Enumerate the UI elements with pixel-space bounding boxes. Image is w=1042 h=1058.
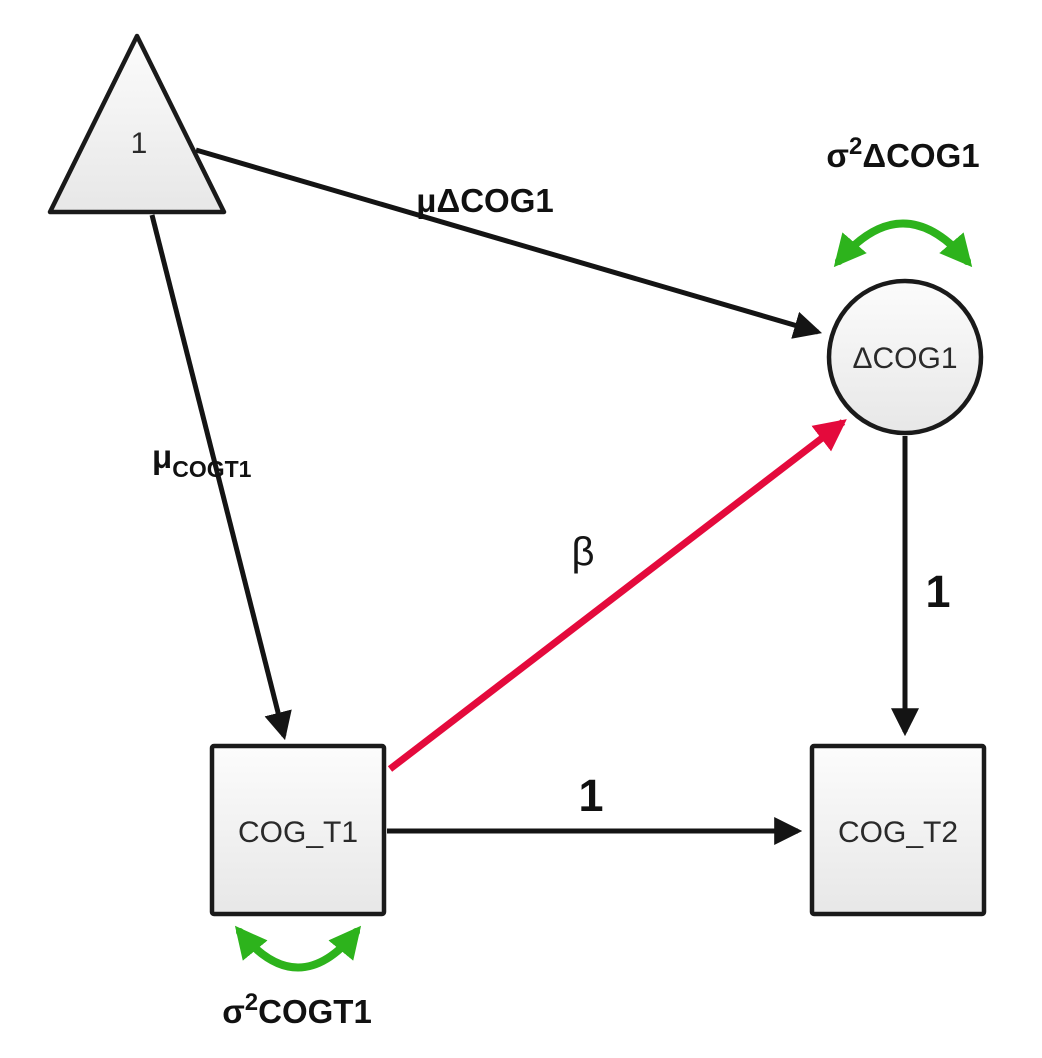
node-cog-t1-label: COG_T1: [238, 816, 358, 849]
edge-label-mu-delta-cog1: μΔCOG1: [416, 182, 553, 219]
edge-label-loading-vertical: 1: [925, 566, 950, 617]
sigma-symbol: σ: [222, 993, 245, 1030]
node-constant-triangle: [47, 33, 227, 215]
variance-arc-delta-cog1: [833, 219, 973, 268]
sigma-variable: ΔCOG1: [862, 137, 979, 174]
mu-subscript: COGT1: [172, 456, 251, 482]
sigma-variable: COGT1: [258, 993, 372, 1030]
variance-label-cog-t1: σ2COGT1: [222, 989, 372, 1030]
node-cog-t2-square: [809, 743, 987, 917]
node-cog-t1-square: [209, 743, 387, 917]
sigma-superscript: 2: [245, 989, 258, 1016]
variance-label-delta-cog1: σ2ΔCOG1: [826, 133, 979, 174]
edge-mean-cog-t1: [149, 214, 292, 741]
edge-label-loading-horizontal: 1: [578, 770, 603, 821]
variance-arc-cog-t1: [234, 925, 362, 972]
edge-label-beta: β: [571, 530, 594, 574]
node-delta-cog1-label: ΔCOG1: [852, 342, 957, 375]
mu-symbol: μ: [152, 438, 172, 475]
edge-beta: [387, 419, 847, 772]
node-cog-t2-label: COG_T2: [838, 816, 958, 849]
sigma-superscript: 2: [849, 133, 862, 160]
edge-mean-delta-cog1: [195, 147, 823, 339]
node-delta-cog1-circle: [826, 278, 984, 436]
node-constant-label: 1: [131, 127, 148, 160]
sigma-symbol: σ: [826, 137, 849, 174]
edge-label-mu-cog-t1: μCOGT1: [152, 438, 252, 482]
